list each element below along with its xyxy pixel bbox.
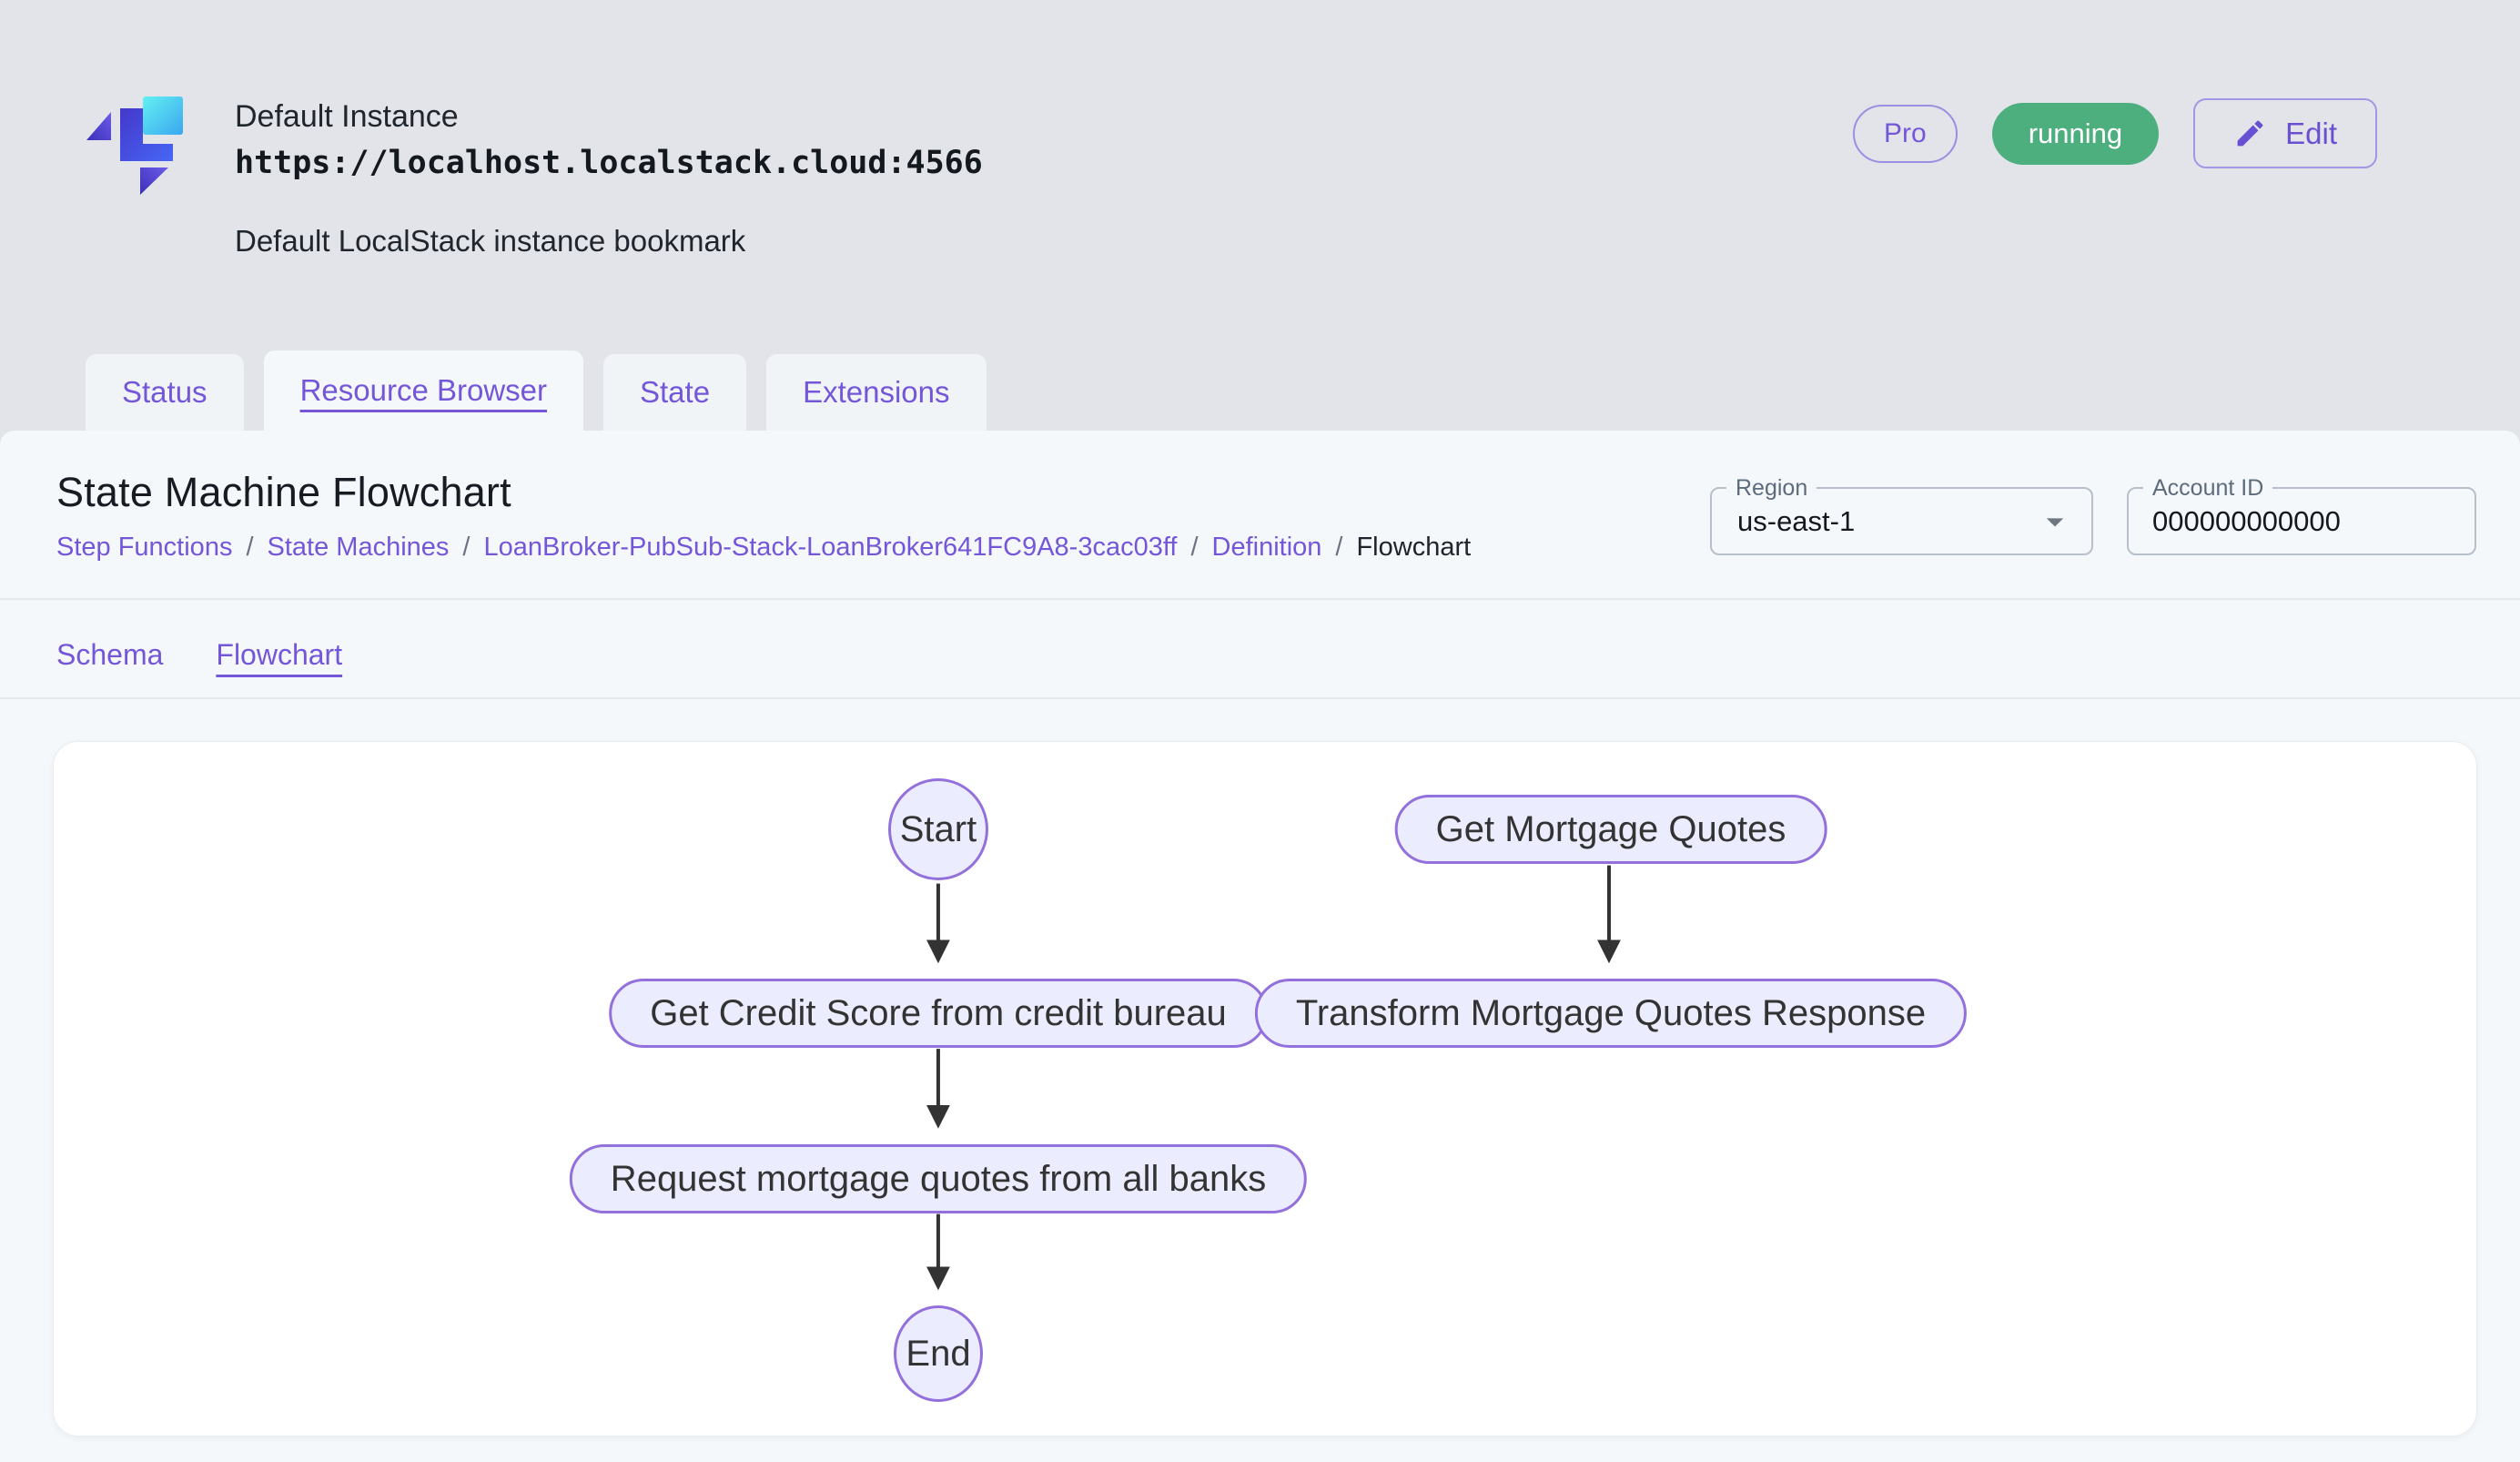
breadcrumb-separator: / xyxy=(462,533,471,562)
instance-name: Default Instance xyxy=(235,99,459,134)
flowchart-arrows xyxy=(926,865,1621,1291)
breadcrumb-separator: / xyxy=(246,533,254,562)
breadcrumb-state-machines[interactable]: State Machines xyxy=(267,533,450,562)
flow-node-transform-response: Transform Mortgage Quotes Response xyxy=(1254,979,1968,1048)
flow-node-start: Start xyxy=(888,778,988,880)
pencil-icon xyxy=(2237,120,2263,147)
breadcrumb-definition[interactable]: Definition xyxy=(1211,533,1322,562)
definition-subtabs: Schema Flowchart xyxy=(56,627,342,682)
breadcrumb-separator: / xyxy=(1190,533,1199,562)
main-tabs: Status Resource Browser State Extensions xyxy=(86,350,987,431)
flowchart-card: Start Get Mortgage Quotes Get Credit Sco… xyxy=(53,741,2477,1437)
resource-browser-panel: State Machine Flowchart Step Functions /… xyxy=(0,431,2520,1462)
edit-button[interactable]: Edit xyxy=(2193,98,2377,168)
instance-header: Default Instance https://localhost.local… xyxy=(0,0,2520,431)
localstack-logo-icon xyxy=(86,96,183,195)
account-id-field: Account ID xyxy=(2127,475,2476,555)
page-title: State Machine Flowchart xyxy=(56,469,511,515)
region-select-label: Region xyxy=(1726,475,1817,502)
instance-description: Default LocalStack instance bookmark xyxy=(235,224,746,259)
breadcrumb-state-machine-name[interactable]: LoanBroker-PubSub-Stack-LoanBroker641FC9… xyxy=(483,533,1178,562)
pro-badge: Pro xyxy=(1853,104,1958,163)
breadcrumb-step-functions[interactable]: Step Functions xyxy=(56,533,233,562)
tab-state[interactable]: State xyxy=(603,354,747,431)
flow-node-get-credit-score: Get Credit Score from credit bureau xyxy=(609,979,1268,1048)
region-select[interactable]: Region us-east-1 xyxy=(1710,475,2093,555)
subtab-schema[interactable]: Schema xyxy=(56,637,164,671)
tab-resource-browser[interactable]: Resource Browser xyxy=(263,350,583,431)
breadcrumb-separator: / xyxy=(1335,533,1343,562)
flow-node-get-mortgage-quotes: Get Mortgage Quotes xyxy=(1394,795,1827,864)
flow-node-request-quotes: Request mortgage quotes from all banks xyxy=(569,1144,1308,1213)
region-select-value: us-east-1 xyxy=(1737,504,1856,537)
header-actions: Pro running Edit xyxy=(1853,98,2377,168)
divider xyxy=(0,697,2520,699)
panel-header: State Machine Flowchart Step Functions /… xyxy=(0,431,2520,598)
subtab-flowchart[interactable]: Flowchart xyxy=(216,637,343,671)
instance-url: https://localhost.localstack.cloud:4566 xyxy=(235,144,983,181)
account-id-label: Account ID xyxy=(2143,475,2273,502)
edit-button-label: Edit xyxy=(2285,116,2337,150)
breadcrumb: Step Functions / State Machines / LoanBr… xyxy=(56,533,1471,563)
flow-node-end: End xyxy=(894,1305,983,1402)
breadcrumb-flowchart: Flowchart xyxy=(1356,533,1472,562)
divider xyxy=(0,598,2520,600)
dropdown-arrow-icon xyxy=(2046,517,2064,526)
status-badge: running xyxy=(1991,102,2160,165)
state-machine-flowchart: Start Get Mortgage Quotes Get Credit Sco… xyxy=(54,742,2476,1436)
tab-status[interactable]: Status xyxy=(86,354,244,431)
instance-info: Default Instance https://localhost.local… xyxy=(235,98,983,259)
tab-extensions[interactable]: Extensions xyxy=(766,354,987,431)
